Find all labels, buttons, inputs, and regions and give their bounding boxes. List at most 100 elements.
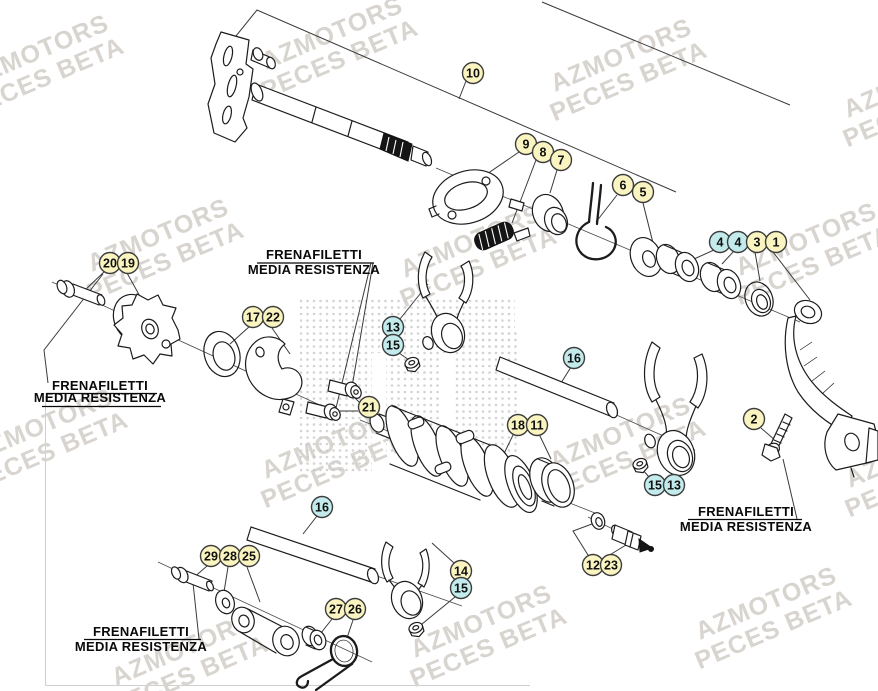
callout-13[interactable]: 13 [381, 315, 405, 339]
callout-17[interactable]: 17 [241, 305, 265, 329]
callout-number: 27 [329, 602, 343, 616]
callout-14[interactable]: 14 [449, 559, 473, 583]
callout-number: 4 [735, 235, 742, 249]
callout-number: 29 [204, 549, 218, 563]
callout-18[interactable]: 18 [506, 413, 530, 437]
callout-5[interactable]: 5 [631, 180, 655, 204]
callout-circle[interactable] [611, 173, 635, 197]
part-roller-bearing-a [655, 243, 700, 283]
callout-20[interactable]: 20 [98, 251, 122, 275]
part-ratchet-gear [112, 293, 181, 365]
part-washer [629, 237, 663, 277]
part-gear-shift-shaft [207, 31, 433, 167]
callout-number: 16 [315, 500, 329, 514]
callout-number: 2 [751, 412, 758, 426]
callout-circle[interactable] [343, 597, 367, 621]
callout-6[interactable]: 6 [611, 173, 635, 197]
callout-number: 6 [620, 178, 627, 192]
callout-number: 22 [266, 310, 280, 324]
callout-number: 21 [362, 400, 376, 414]
callout-circle[interactable] [237, 544, 261, 568]
callout-16[interactable]: 16 [562, 346, 586, 370]
part-index-plate [428, 169, 504, 225]
part-link-arm [231, 606, 300, 657]
callout-number: 26 [348, 602, 362, 616]
part-fork-nut-bottom [408, 621, 425, 638]
part-spacer-bush [529, 457, 575, 508]
callout-circle[interactable] [562, 346, 586, 370]
part-shift-fork-center [417, 251, 474, 354]
part-detent-washer [590, 512, 606, 530]
callout-circle[interactable] [764, 230, 788, 254]
callout-circle[interactable] [310, 495, 334, 519]
callout-circle[interactable] [662, 473, 686, 497]
part-pivot-pin [170, 566, 215, 592]
callout-number: 9 [523, 137, 530, 151]
callout-15[interactable]: 15 [643, 473, 667, 497]
callout-number: 11 [530, 418, 543, 432]
callout-19[interactable]: 19 [116, 251, 140, 275]
label-line2: MEDIA RESISTENZA [248, 262, 380, 277]
label-line1: FRENAFILETTI [52, 378, 148, 393]
callout-number: 1 [773, 235, 780, 249]
part-roller [301, 625, 327, 651]
callout-28[interactable]: 28 [218, 544, 242, 568]
part-stop-bolt [56, 279, 106, 306]
callout-number: 8 [540, 145, 547, 159]
callout-circle[interactable] [381, 333, 405, 357]
callout-22[interactable]: 22 [261, 305, 285, 329]
callout-circle[interactable] [461, 61, 485, 85]
callout-circle[interactable] [549, 148, 573, 172]
callout-number: 15 [648, 478, 662, 492]
part-shift-drum [369, 405, 538, 513]
callout-10[interactable]: 10 [461, 61, 485, 85]
callout-11[interactable]: 11 [525, 413, 549, 437]
part-socket-bolts [305, 379, 362, 421]
callout-circle[interactable] [631, 180, 655, 204]
callout-29[interactable]: 29 [199, 544, 223, 568]
part-hook-spring [575, 181, 617, 261]
callout-number: 15 [454, 581, 468, 595]
callout-16[interactable]: 16 [310, 495, 334, 519]
callout-15[interactable]: 15 [449, 576, 473, 600]
page-border [45, 396, 530, 686]
callout-27[interactable]: 27 [324, 597, 348, 621]
label-line2: MEDIA RESISTENZA [75, 639, 207, 654]
callout-25[interactable]: 25 [237, 544, 261, 568]
callout-circle[interactable] [742, 407, 766, 431]
part-lever-bolt [761, 413, 793, 462]
callout-number: 28 [223, 549, 237, 563]
callout-number: 13 [667, 478, 681, 492]
callout-9[interactable]: 9 [514, 132, 538, 156]
callout-circle[interactable] [357, 395, 381, 419]
part-detent-screw [610, 524, 654, 553]
callout-number: 16 [567, 351, 581, 365]
label-line2: MEDIA RESISTENZA [34, 390, 166, 405]
callout-15[interactable]: 15 [381, 333, 405, 357]
callout-circle[interactable] [599, 553, 623, 577]
callout-12[interactable]: 12 [581, 553, 605, 577]
callout-4[interactable]: 4 [726, 230, 750, 254]
callout-23[interactable]: 23 [599, 553, 623, 577]
callout-4[interactable]: 4 [708, 230, 732, 254]
callout-number: 13 [386, 320, 400, 334]
callout-circle[interactable] [525, 413, 549, 437]
label-line1: FRENAFILETTI [698, 504, 794, 519]
callout-circle[interactable] [116, 251, 140, 275]
callout-circle[interactable] [449, 576, 473, 600]
callout-1[interactable]: 1 [764, 230, 788, 254]
callout-26[interactable]: 26 [343, 597, 367, 621]
callout-2[interactable]: 2 [742, 407, 766, 431]
callout-13[interactable]: 13 [662, 473, 686, 497]
callout-3[interactable]: 3 [745, 230, 769, 254]
callout-7[interactable]: 7 [549, 148, 573, 172]
callout-circle[interactable] [261, 305, 285, 329]
callout-21[interactable]: 21 [357, 395, 381, 419]
